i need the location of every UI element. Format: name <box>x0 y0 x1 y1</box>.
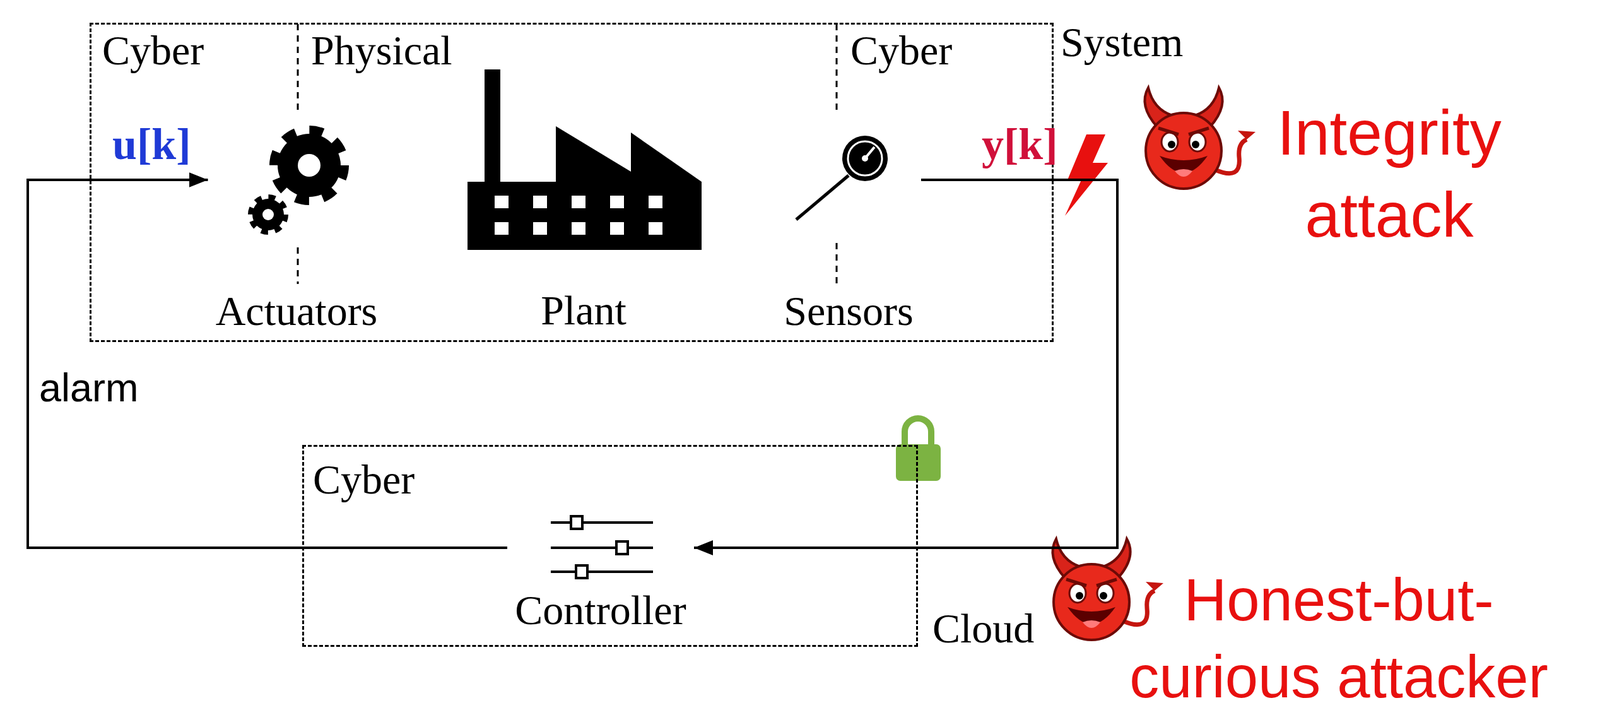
region-divider <box>835 23 838 113</box>
devil-icon <box>1052 538 1164 640</box>
block-label: Sensors <box>783 287 913 336</box>
window <box>494 222 509 235</box>
gauge-ring <box>847 141 883 176</box>
signal-wire <box>27 179 508 548</box>
gear-hole <box>262 208 274 221</box>
gear-hole <box>297 153 321 177</box>
block-label: Controller <box>514 586 686 635</box>
slider-track <box>550 521 653 524</box>
window <box>533 195 548 209</box>
window <box>494 195 509 209</box>
region-divider <box>297 23 300 114</box>
signal-label: y[k] <box>981 119 1059 169</box>
gauge-hub <box>861 155 869 162</box>
devil-brow <box>1158 128 1209 135</box>
boundary-heading: Cloud <box>932 604 1035 653</box>
devil-tail <box>1237 130 1256 140</box>
window <box>533 222 548 235</box>
actuator-block: Actuators <box>208 123 386 336</box>
devil-pupil <box>1099 591 1108 600</box>
block-label: Plant <box>540 286 627 335</box>
window <box>610 195 624 209</box>
cloud-boundary: CyberCloudController <box>302 444 918 647</box>
slider-knob <box>616 541 628 554</box>
window <box>648 222 663 235</box>
lock-shackle <box>904 418 932 447</box>
gear-body <box>277 133 341 197</box>
block-label: Actuators <box>215 287 378 336</box>
gear-teeth <box>251 197 286 232</box>
threat-label: Integrity attack <box>1247 91 1532 256</box>
slider-track <box>550 546 653 549</box>
region-label: Cyber <box>850 26 953 75</box>
alarm-label: alarm <box>39 364 139 411</box>
sensor-handle <box>796 175 849 220</box>
devil-face <box>1145 112 1222 189</box>
factory-windows <box>494 195 663 235</box>
region-label: Cyber <box>102 26 204 75</box>
devil-tongue <box>1082 620 1101 628</box>
threat-label: Honest-but-curious attacker <box>1111 561 1566 716</box>
slider-knob <box>570 516 583 529</box>
devil-eye <box>1097 583 1114 603</box>
slider-icon <box>550 516 653 578</box>
region-divider <box>835 242 838 284</box>
devil-pupil <box>1075 591 1084 600</box>
devil-icon <box>1144 87 1256 189</box>
signal-wire <box>694 179 1118 548</box>
lightning-bolt <box>1064 134 1108 216</box>
sensor-icon <box>796 135 888 220</box>
factory-silhouette <box>467 69 702 250</box>
sensor-block: Sensors <box>776 132 922 336</box>
slider-knob <box>576 565 588 578</box>
region-label: Cyber <box>312 455 415 504</box>
slider-track <box>550 570 653 573</box>
boundary-heading: System <box>1060 18 1183 67</box>
plant-block: Plant <box>463 66 704 335</box>
devil-eye <box>1189 132 1206 152</box>
factory-icon <box>467 69 702 250</box>
devil-tail <box>1145 581 1164 591</box>
devil-eye <box>1161 132 1178 152</box>
window <box>610 222 624 235</box>
devil-brow <box>1066 579 1117 586</box>
lock-body <box>895 444 941 481</box>
devil-eye <box>1069 583 1086 603</box>
window <box>571 195 586 209</box>
signal-label: u[k] <box>112 119 191 169</box>
gear-teeth <box>275 131 344 200</box>
gear-icon <box>251 131 344 232</box>
lock-icon <box>895 418 941 481</box>
region-label: Physical <box>311 26 453 75</box>
region-divider <box>297 23 837 284</box>
region-divider <box>297 247 300 284</box>
gear-body <box>252 198 284 231</box>
devil-pupil <box>1167 140 1176 149</box>
window <box>648 195 663 209</box>
devil-pupil <box>1191 140 1200 149</box>
gauge-body <box>842 135 888 182</box>
devil-face <box>1053 564 1130 640</box>
devil-tongue <box>1174 169 1193 177</box>
controller-block: Controller <box>507 504 695 635</box>
window <box>571 222 586 235</box>
